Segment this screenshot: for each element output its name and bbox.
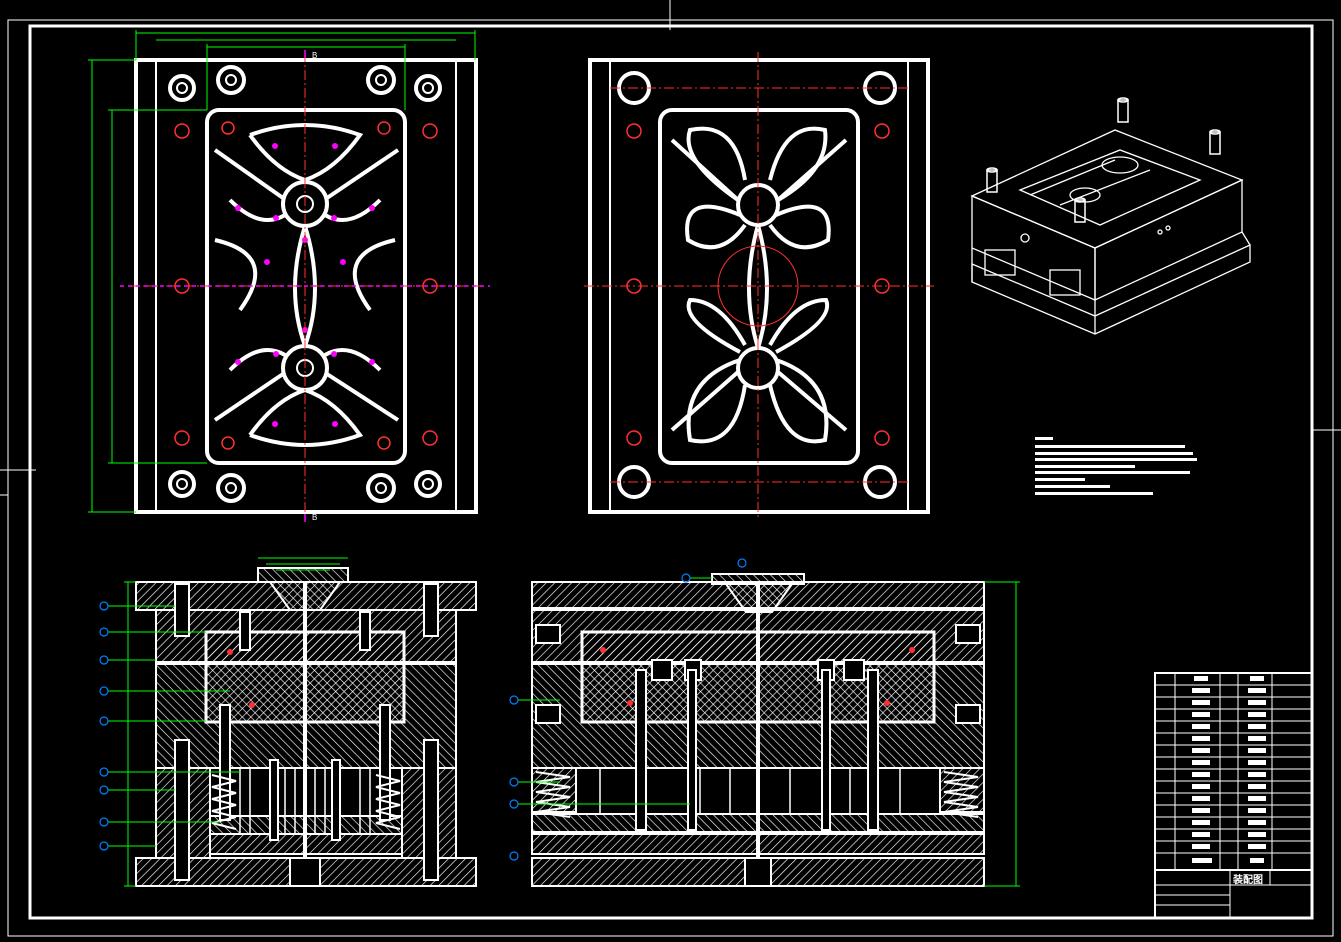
- balloon-markers: [99, 601, 109, 851]
- section-view-a: [99, 557, 477, 887]
- isometric-view: [970, 97, 1251, 335]
- tech-requirements: [1035, 437, 1197, 495]
- title-block: 装配图: [1154, 672, 1313, 919]
- section-view-b: [509, 558, 1020, 887]
- guide-bush-icon: [168, 65, 442, 503]
- section-mark-top: B: [312, 51, 317, 60]
- dimension-lines: [88, 30, 476, 513]
- drawing-name: 装配图: [1232, 873, 1263, 886]
- plan-view-fixed-half: B B: [88, 30, 490, 522]
- section-mark-bottom: B: [312, 513, 317, 522]
- plan-view-moving-half: [584, 52, 934, 520]
